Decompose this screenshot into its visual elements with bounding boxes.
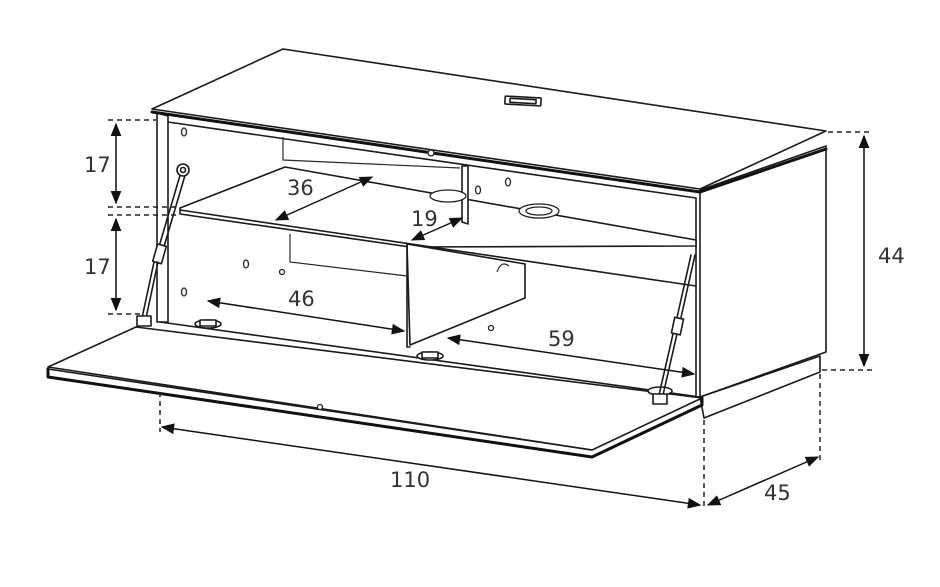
interior-outline: [167, 121, 697, 396]
label-total-depth: 45: [764, 481, 791, 505]
label-upper-depth: 36: [287, 176, 314, 200]
gas-strut-right: [652, 254, 696, 405]
dim-line-upper-depth: [274, 176, 374, 221]
dim-line-total-depth: [706, 456, 820, 506]
pin-hole: [474, 185, 482, 195]
right-side-panel: [699, 145, 827, 398]
label-upper-height: 17: [84, 153, 111, 177]
dim-line-divider-gap: [410, 217, 464, 241]
label-lower-right-width: 59: [548, 327, 575, 351]
label-lower-left-width: 46: [288, 287, 315, 311]
dim-line-lower-left-width: [206, 297, 406, 335]
bottom-screw: [278, 268, 286, 276]
hinge-left: [194, 319, 222, 329]
dimension-labels: 17 17 44 36 19 46 59 110 45: [84, 153, 905, 505]
back-wall-edge: [282, 137, 461, 169]
gas-strut-left: [136, 163, 190, 327]
left-side-panel: [156, 112, 169, 323]
pin-hole: [242, 259, 250, 269]
pin-hole: [180, 287, 188, 297]
back-cable-hole: [496, 263, 510, 273]
top-surface: [151, 48, 827, 190]
lower-divider-back: [406, 243, 411, 348]
label-divider-gap: 19: [411, 207, 438, 231]
lower-back-line: [289, 234, 408, 277]
shelf-cable-hole-left: [429, 189, 467, 203]
dim-line-lower-right-width: [446, 334, 696, 378]
cabinet-body: [156, 112, 827, 419]
dim-line-total-width: [160, 423, 702, 509]
top-front-edge: [150, 110, 828, 194]
cable-port-inner: [509, 97, 537, 105]
flap-surface: [47, 326, 703, 451]
pin-hole: [180, 127, 188, 137]
plinth: [699, 355, 821, 419]
pin-hole: [504, 177, 512, 187]
flap-screw: [316, 403, 324, 411]
label-lower-height: 17: [84, 255, 111, 279]
dimension-lines: [108, 119, 872, 509]
lower-divider: [406, 243, 526, 346]
drop-flap: [46, 319, 704, 459]
shelf-cable-hole-right-inner: [525, 206, 553, 216]
bottom-screw: [487, 324, 495, 332]
label-total-width: 110: [390, 468, 430, 492]
hinge-middle: [416, 351, 444, 361]
label-total-height: 44: [878, 244, 905, 268]
top-screw: [427, 149, 435, 157]
top-panel: [150, 48, 828, 194]
middle-shelf-front: [179, 209, 697, 287]
